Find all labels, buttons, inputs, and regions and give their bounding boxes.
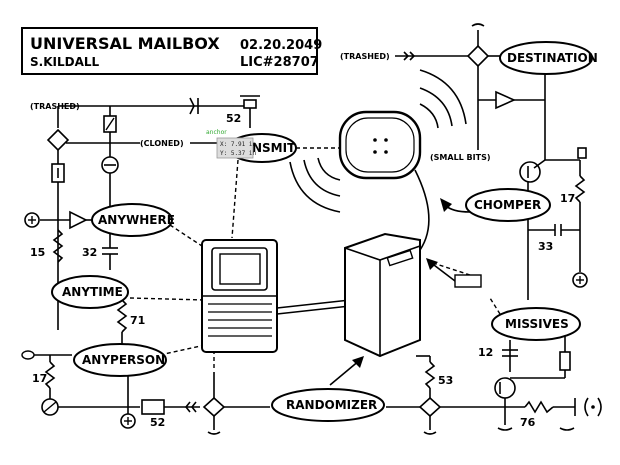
cloud-destination: DESTINATION [499, 41, 598, 75]
tooltip-anchor: anchor [206, 129, 227, 136]
license: LIC#28707 [240, 55, 319, 70]
dashed-connectors [129, 147, 501, 370]
title-block [21, 27, 318, 75]
num-15: 15 [30, 246, 45, 259]
mailbox-device [344, 232, 421, 358]
num-76: 76 [520, 416, 536, 429]
cloud-anytime: ANYTIME [51, 275, 129, 309]
label-cloned: (CLONED) [140, 139, 184, 148]
cloud-anywhere-label: ANYWHERE [98, 213, 175, 227]
cloud-transmit-label: NSMIT [252, 141, 296, 155]
cloud-chomper-label: CHOMPER [474, 198, 541, 212]
tooltip-y: Y: 5.37 in [220, 150, 257, 157]
cloud-anyperson: ANYPERSON [73, 343, 167, 377]
cloud-randomizer-label: RANDOMIZER [286, 398, 377, 412]
date: 02.20.2049 [240, 38, 322, 53]
num-17-left: 17 [32, 372, 47, 385]
num-52-bottom: 52 [150, 416, 165, 429]
cloud-anywhere: ANYWHERE [91, 203, 175, 237]
label-small-bits: (SMALL BITS) [430, 153, 491, 162]
coordinate-tooltip: anchor X: 7.91 in Y: 5.37 in [206, 129, 257, 159]
label-trashed-right: (TRASHED) [340, 52, 390, 61]
tooltip-x: X: 7.91 in [220, 141, 257, 148]
cloud-anytime-label: ANYTIME [62, 285, 123, 299]
title: UNIVERSAL MAILBOX [30, 34, 220, 53]
terminal-device [201, 239, 365, 353]
cloud-missives-label: MISSIVES [505, 317, 569, 331]
num-52-top: 52 [226, 112, 241, 125]
cloud-chomper: CHOMPER [465, 188, 551, 222]
cloud-anyperson-label: ANYPERSON [82, 353, 165, 367]
num-12: 12 [478, 346, 493, 359]
cloud-randomizer: RANDOMIZER [271, 388, 385, 422]
author: S.KILDALL [30, 55, 100, 69]
label-trashed-left: (TRASHED) [30, 102, 80, 111]
cloud-destination-label: DESTINATION [507, 51, 598, 65]
num-32: 32 [82, 246, 97, 259]
router-device [289, 69, 467, 251]
num-17-right: 17 [560, 192, 575, 205]
right-wiring [386, 30, 602, 430]
cloud-missives: MISSIVES [491, 307, 581, 341]
num-71: 71 [130, 314, 145, 327]
num-53: 53 [438, 374, 453, 387]
num-33: 33 [538, 240, 553, 253]
